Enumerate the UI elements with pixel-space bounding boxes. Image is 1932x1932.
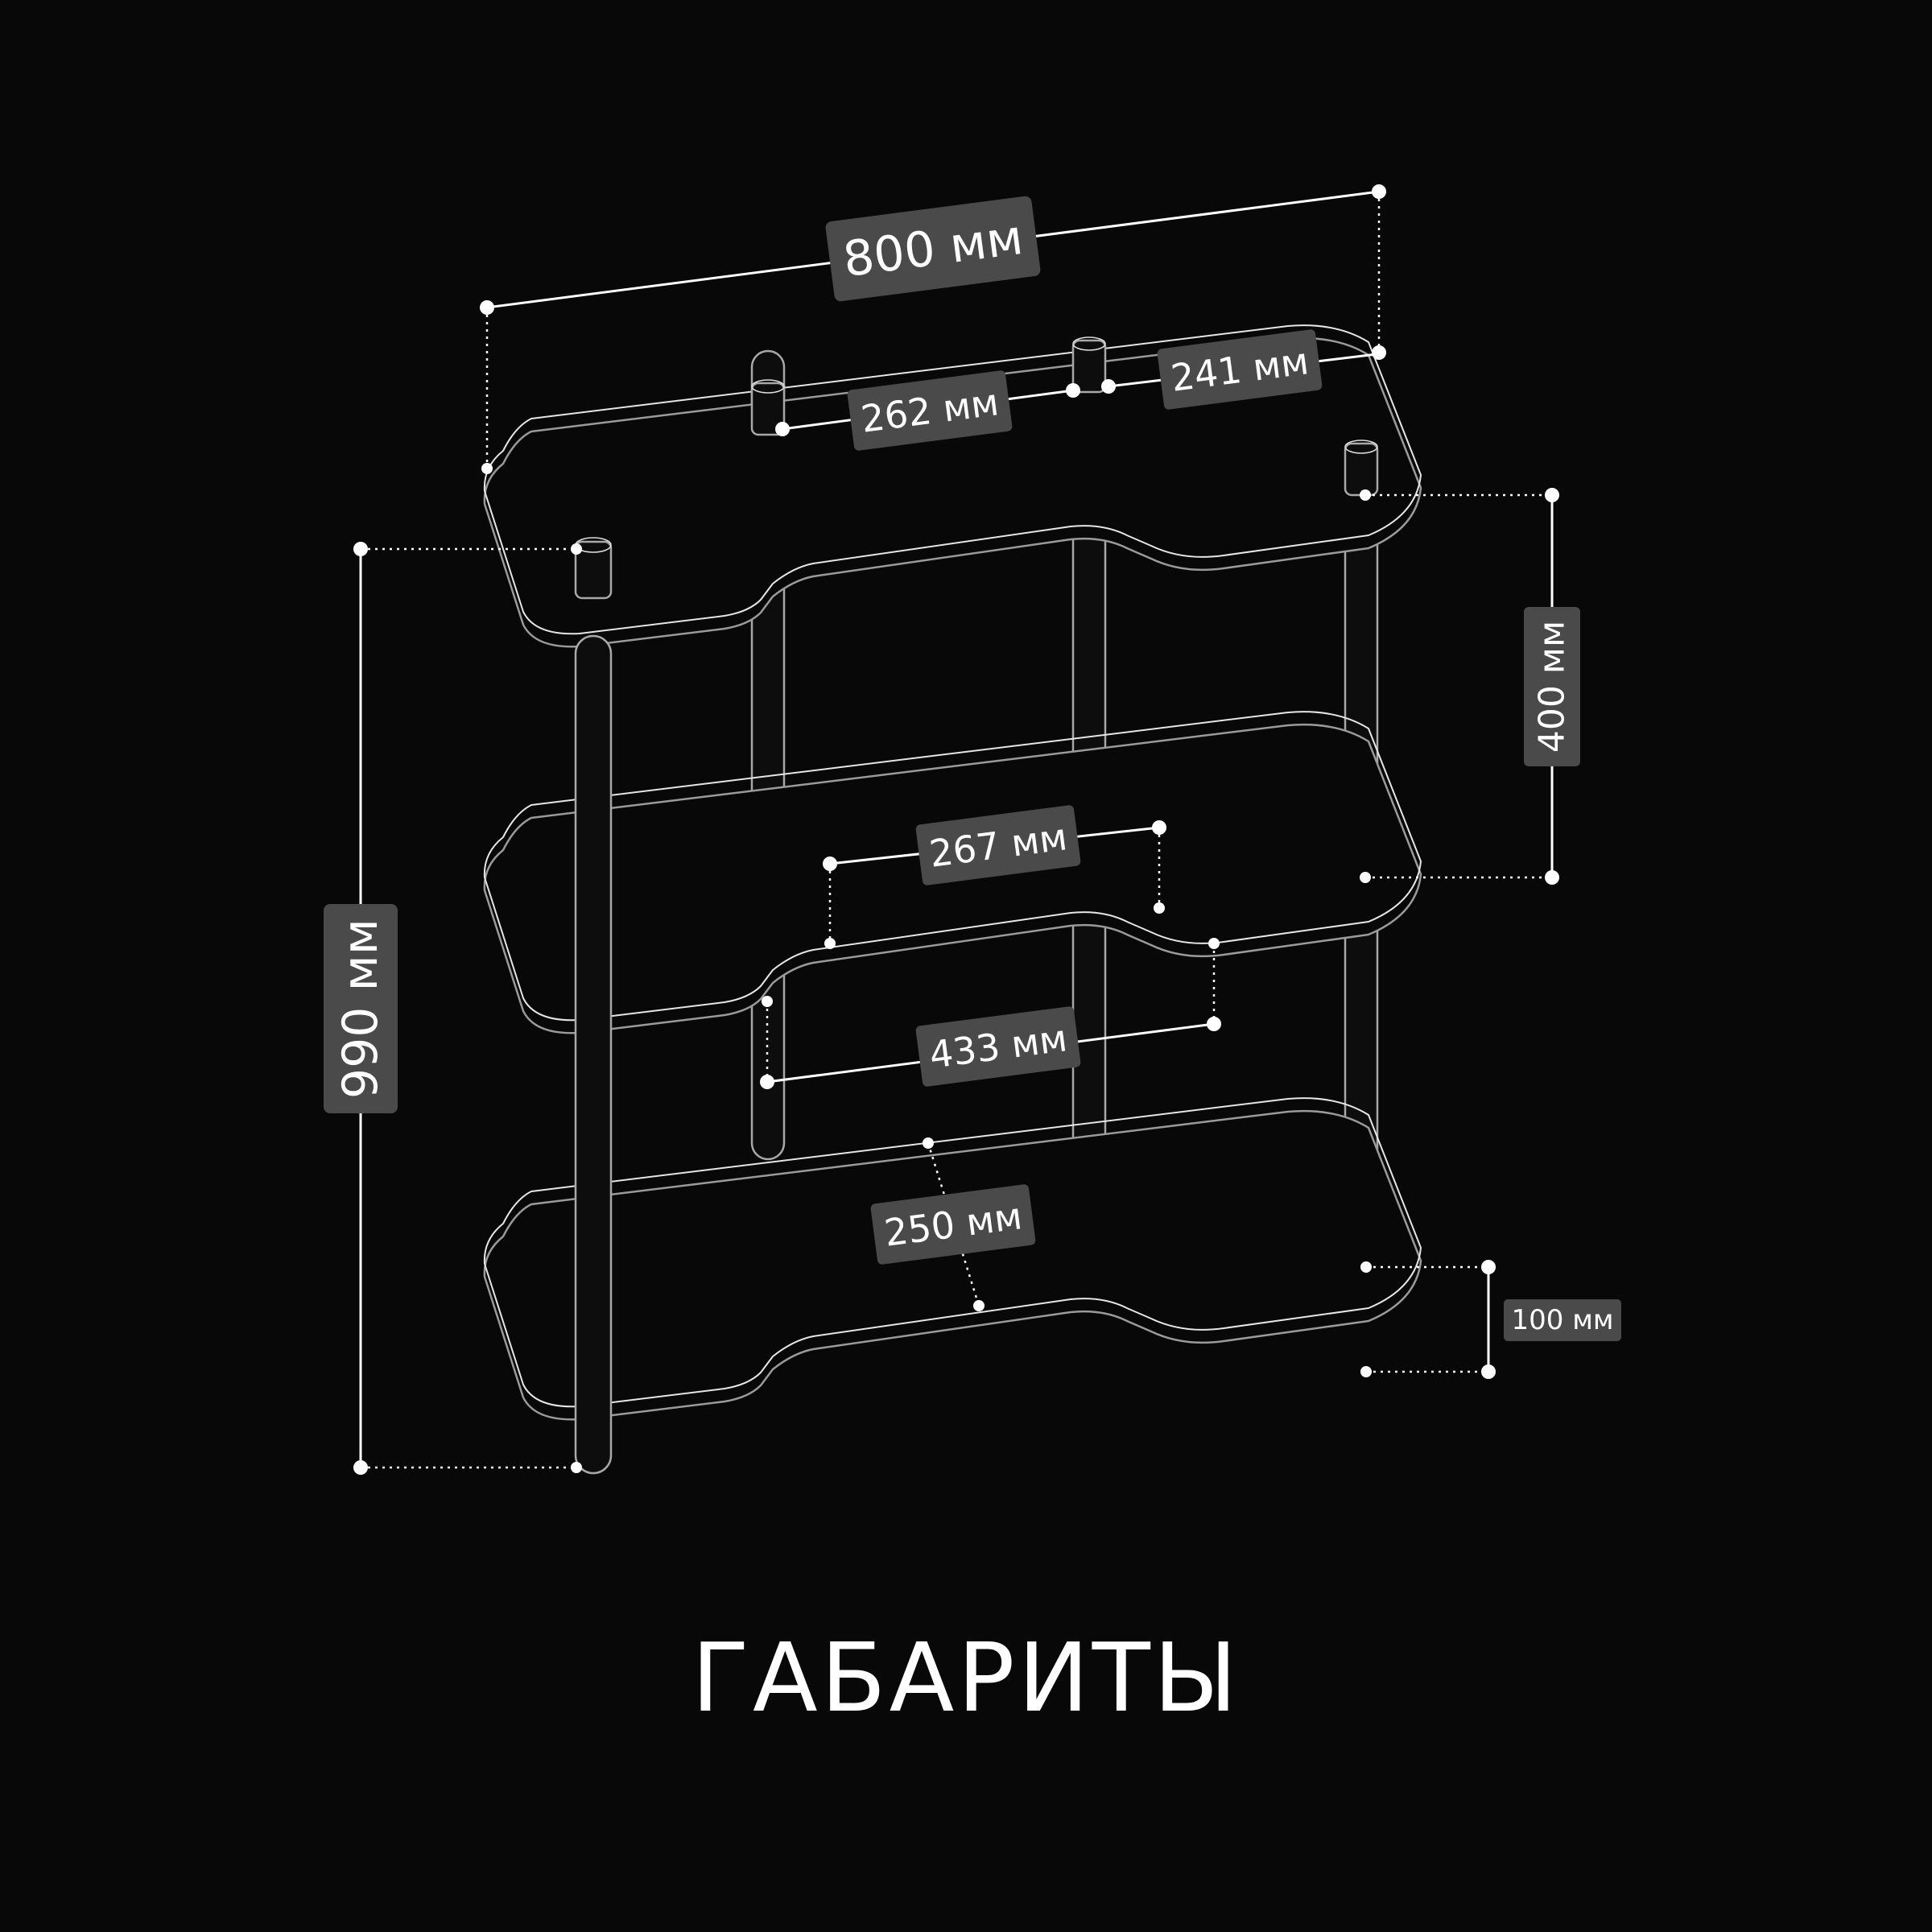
label-shelf-gap: 400 мм	[1524, 607, 1580, 766]
svg-text:100 мм: 100 мм	[1511, 1304, 1613, 1336]
post-front-left	[574, 634, 613, 1475]
page-title: ГАБАРИТЫ	[691, 1622, 1241, 1733]
label-leg-height: 100 мм	[1504, 1299, 1621, 1341]
stub-back-mid	[1071, 339, 1107, 394]
label-width: 800 мм	[825, 196, 1041, 302]
label-post-gap-right: 241 мм	[1157, 329, 1323, 410]
post-stubs	[574, 336, 1379, 600]
svg-text:400 мм: 400 мм	[1532, 621, 1573, 753]
stub-front-left	[574, 540, 613, 600]
label-post-gap-left: 262 мм	[847, 370, 1013, 451]
label-inner-width: 433 мм	[915, 1006, 1081, 1087]
label-recess-width: 267 мм	[915, 805, 1081, 886]
stub-back-left	[750, 382, 786, 436]
label-depth: 250 мм	[870, 1184, 1036, 1265]
label-height: 990 мм	[324, 904, 398, 1113]
svg-text:990 мм: 990 мм	[332, 919, 389, 1099]
shelf-bottom	[483, 1097, 1422, 1421]
